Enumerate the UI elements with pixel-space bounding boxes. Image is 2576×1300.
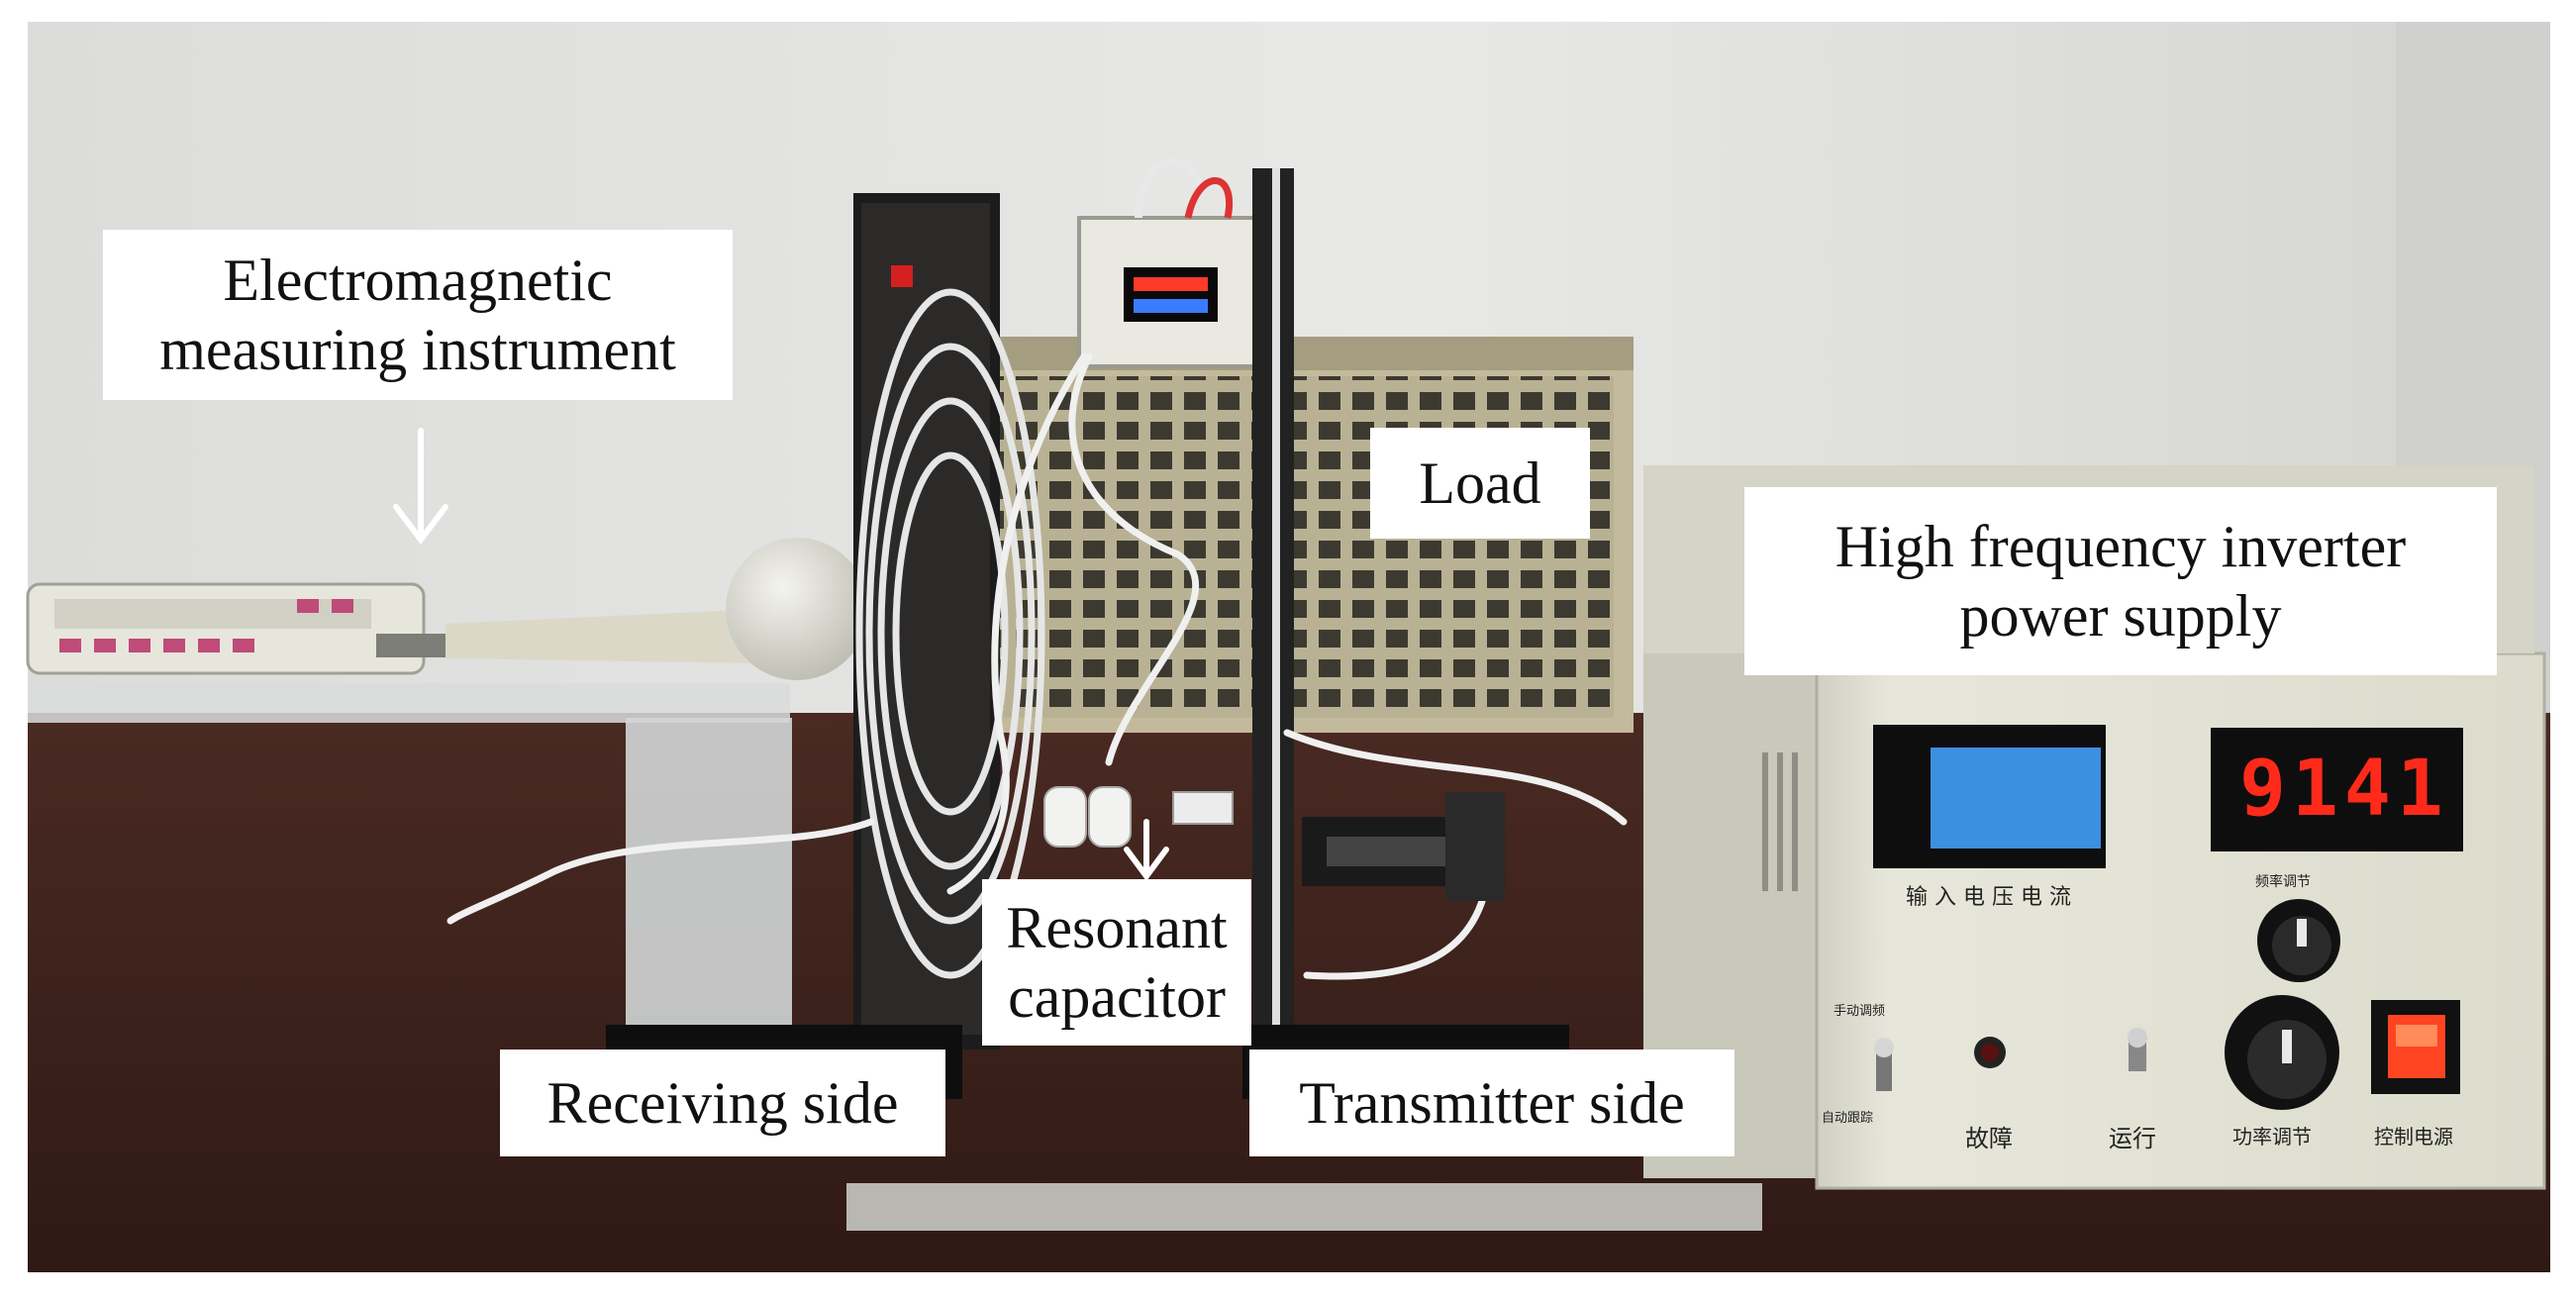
frequency-knob-caption: 频率调节 [2255,874,2311,890]
auto-mode-label: 自动跟踪 [1822,1111,1874,1126]
wiring [446,352,1628,980]
label-receiving-side: Receiving side [500,1050,945,1156]
inverter-frequency-display: 9141 [2239,745,2449,834]
acrylic-stand [28,683,792,1035]
slide-mechanism [1302,792,1505,901]
manual-mode-label: 手动调频 [1833,1004,1886,1019]
em-meter [26,538,868,680]
label-high-frequency-inverter-power-supply: High frequency inverter power supply [1744,487,2497,675]
label-load: Load [1370,428,1590,539]
fault-label: 故障 [1965,1125,2013,1152]
ruler [846,1183,1762,1231]
run-label: 运行 [2109,1125,2156,1152]
power-adjust-label: 功率调节 [2232,1125,2312,1149]
control-power-label: 控制电源 [2374,1125,2453,1149]
lcd-caption: 输 入 电 压 电 流 [1906,885,2071,910]
load-meter [1077,156,1274,368]
label-resonant-capacitor: Resonant capacitor [982,879,1251,1046]
load-cage [975,337,1634,733]
label-electromagnetic-measuring-instrument: Electromagnetic measuring instrument [103,230,733,400]
resonant-capacitor [1043,786,1234,848]
label-transmitter-side: Transmitter side [1249,1050,1734,1156]
